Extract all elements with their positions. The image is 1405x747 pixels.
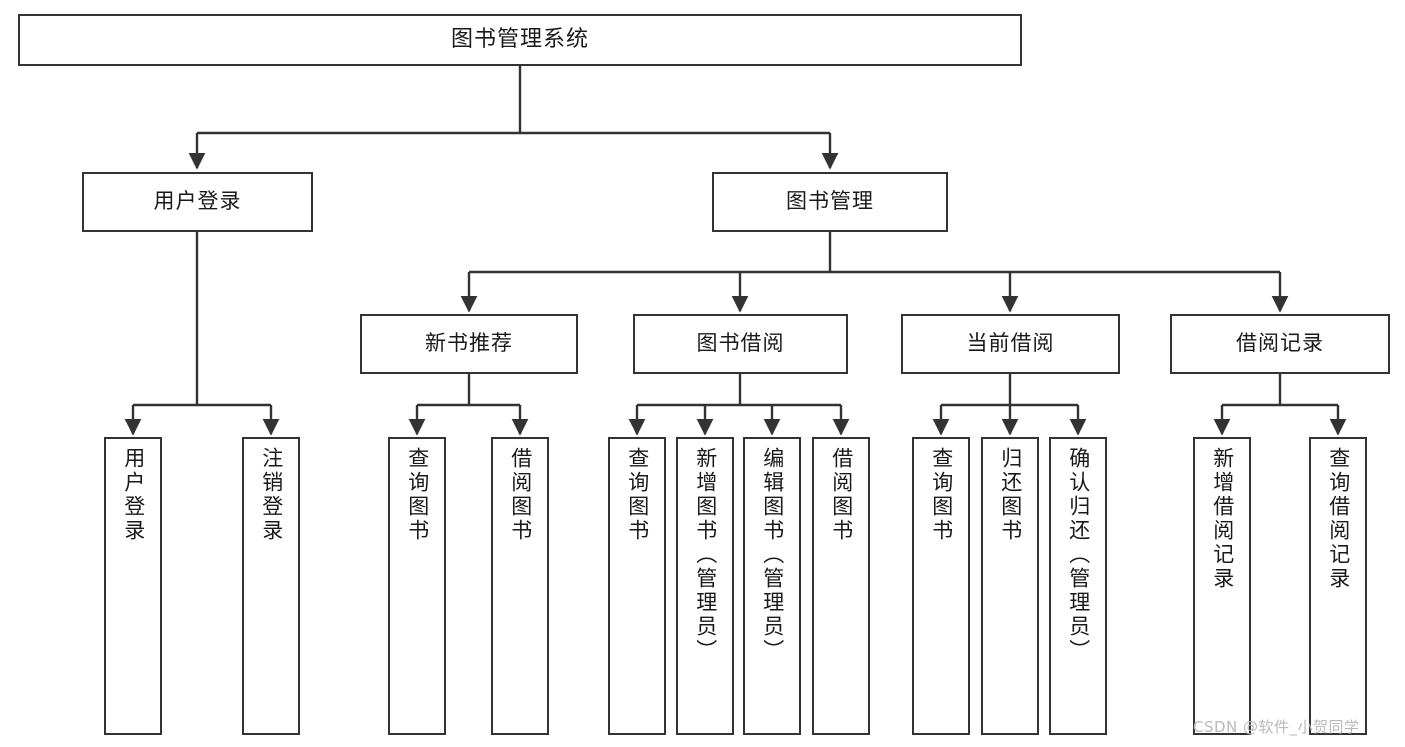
node-label: 图书借阅 bbox=[696, 331, 785, 356]
node-new-book-recommendation[interactable]: 新书推荐 bbox=[360, 314, 578, 374]
leaf-query-borrow-record[interactable]: 查询借阅记录 bbox=[1309, 437, 1367, 735]
node-book-management[interactable]: 图书管理 bbox=[712, 172, 948, 232]
node-label: 新书推荐 bbox=[425, 331, 513, 356]
node-label: 查询图书 bbox=[929, 447, 954, 543]
node-label: 借阅记录 bbox=[1236, 331, 1324, 356]
node-book-borrow[interactable]: 图书借阅 bbox=[633, 314, 848, 374]
node-user-login[interactable]: 用户登录 bbox=[82, 172, 313, 232]
leaf-add-book-admin[interactable]: 新增图书（管理员） bbox=[676, 437, 734, 735]
leaf-borrow-book-recommendation[interactable]: 借阅图书 bbox=[491, 437, 549, 735]
node-label: 借阅图书 bbox=[508, 447, 533, 543]
leaf-edit-book-admin[interactable]: 编辑图书（管理员） bbox=[743, 437, 801, 735]
csdn-watermark: CSDN @软件_小贺同学 bbox=[1193, 718, 1360, 736]
leaf-borrow-book[interactable]: 借阅图书 bbox=[812, 437, 870, 735]
node-label: 查询图书 bbox=[405, 447, 430, 543]
leaf-confirm-return-admin[interactable]: 确认归还（管理员） bbox=[1049, 437, 1107, 735]
node-label: 图书管理系统 bbox=[450, 26, 589, 52]
leaf-query-book-current[interactable]: 查询图书 bbox=[912, 437, 970, 735]
leaf-user-login[interactable]: 用户登录 bbox=[104, 437, 162, 735]
node-label: 查询图书 bbox=[625, 447, 650, 543]
node-label: 图书管理 bbox=[786, 189, 874, 214]
node-label: 查询借阅记录 bbox=[1326, 447, 1351, 591]
node-label: 用户登录 bbox=[121, 447, 146, 543]
node-label: 借阅图书 bbox=[829, 447, 854, 543]
node-label: 新增借阅记录 bbox=[1210, 447, 1235, 591]
leaf-logout[interactable]: 注销登录 bbox=[242, 437, 300, 735]
node-label: 用户登录 bbox=[153, 189, 242, 214]
node-label: 确认归还（管理员） bbox=[1066, 447, 1091, 663]
node-root-book-management-system[interactable]: 图书管理系统 bbox=[18, 14, 1022, 66]
node-label: 新增图书（管理员） bbox=[693, 447, 718, 663]
node-label: 注销登录 bbox=[259, 447, 284, 543]
leaf-query-book-borrow[interactable]: 查询图书 bbox=[608, 437, 666, 735]
leaf-query-book-recommendation[interactable]: 查询图书 bbox=[388, 437, 446, 735]
leaf-add-borrow-record[interactable]: 新增借阅记录 bbox=[1193, 437, 1251, 735]
leaf-return-book[interactable]: 归还图书 bbox=[981, 437, 1039, 735]
node-borrow-record[interactable]: 借阅记录 bbox=[1170, 314, 1390, 374]
node-label: 当前借阅 bbox=[966, 331, 1055, 356]
node-current-borrow[interactable]: 当前借阅 bbox=[901, 314, 1120, 374]
node-label: 编辑图书（管理员） bbox=[760, 447, 785, 663]
node-label: 归还图书 bbox=[998, 447, 1023, 543]
